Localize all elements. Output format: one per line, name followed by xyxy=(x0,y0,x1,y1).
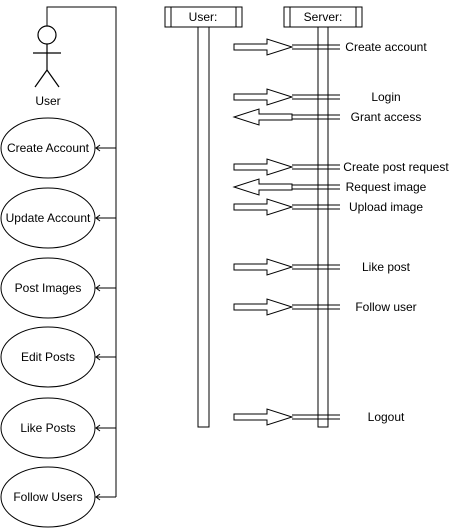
message-arrow-right xyxy=(233,38,294,56)
lifeline-server: Server: xyxy=(283,6,363,428)
message: Create post request xyxy=(233,158,449,176)
use-case-ellipse xyxy=(0,466,96,528)
message-label: Follow user xyxy=(355,300,416,314)
message-label: Grant access xyxy=(351,110,422,124)
actor-head xyxy=(37,25,57,45)
message-arrow-right xyxy=(233,198,294,216)
message-label: Like post xyxy=(362,260,411,274)
message-arrow-left xyxy=(232,108,293,126)
message: Follow user xyxy=(233,298,417,316)
use-case-arrowhead xyxy=(95,284,101,292)
use-case-arrowhead xyxy=(95,424,101,432)
lifeline-user-activation xyxy=(197,26,210,428)
use-case: Create Account xyxy=(0,117,116,179)
message: Like post xyxy=(233,258,411,276)
message-label: Logout xyxy=(368,410,405,424)
use-case-ellipse xyxy=(0,187,96,249)
message-arrow-right xyxy=(233,298,294,316)
message: Grant access xyxy=(232,108,422,126)
lifeline-server-label: Server: xyxy=(304,10,343,24)
message-label: Create post request xyxy=(343,160,449,174)
message: Create account xyxy=(233,38,427,56)
message-label: Create account xyxy=(345,40,427,54)
use-case: Edit Posts xyxy=(0,326,116,388)
use-case-label: Create Account xyxy=(7,141,90,155)
actor-connector xyxy=(46,6,117,497)
use-case: Like Posts xyxy=(0,397,116,459)
use-case-label: Edit Posts xyxy=(21,350,75,364)
use-case-ellipse xyxy=(0,117,96,179)
use-case: Post Images xyxy=(0,257,116,319)
message-label: Request image xyxy=(346,180,427,194)
use-case-arrowhead xyxy=(95,493,101,501)
message-arrow-left xyxy=(232,178,293,196)
use-case-ellipse xyxy=(0,397,96,459)
lifeline-user: User: xyxy=(164,6,243,428)
message-label: Upload image xyxy=(349,200,423,214)
message: Logout xyxy=(233,408,405,426)
message: Login xyxy=(233,88,401,106)
use-case-arrowhead xyxy=(95,144,101,152)
use-case: Update Account xyxy=(0,187,116,249)
use-case: Follow Users xyxy=(0,466,116,528)
use-case-ellipse xyxy=(0,257,96,319)
use-case-label: Like Posts xyxy=(20,421,75,435)
message-arrow-right xyxy=(233,88,294,106)
message: Upload image xyxy=(233,198,423,216)
use-case-ellipse xyxy=(0,326,96,388)
use-case-label: Follow Users xyxy=(13,490,82,504)
message-arrow-right xyxy=(233,258,294,276)
use-case-label: Post Images xyxy=(15,281,82,295)
use-case-arrowhead xyxy=(95,214,101,222)
message-arrow-right xyxy=(233,158,294,176)
message-label: Login xyxy=(371,90,400,104)
message-arrow-right xyxy=(233,408,294,426)
use-case-label: Update Account xyxy=(6,211,91,225)
actor-label: User xyxy=(35,94,60,108)
use-case-arrowhead xyxy=(95,353,101,361)
lifeline-server-activation xyxy=(317,26,329,428)
lifeline-user-label: User: xyxy=(189,10,218,24)
message: Request image xyxy=(232,178,427,196)
actor-figure xyxy=(33,25,61,88)
